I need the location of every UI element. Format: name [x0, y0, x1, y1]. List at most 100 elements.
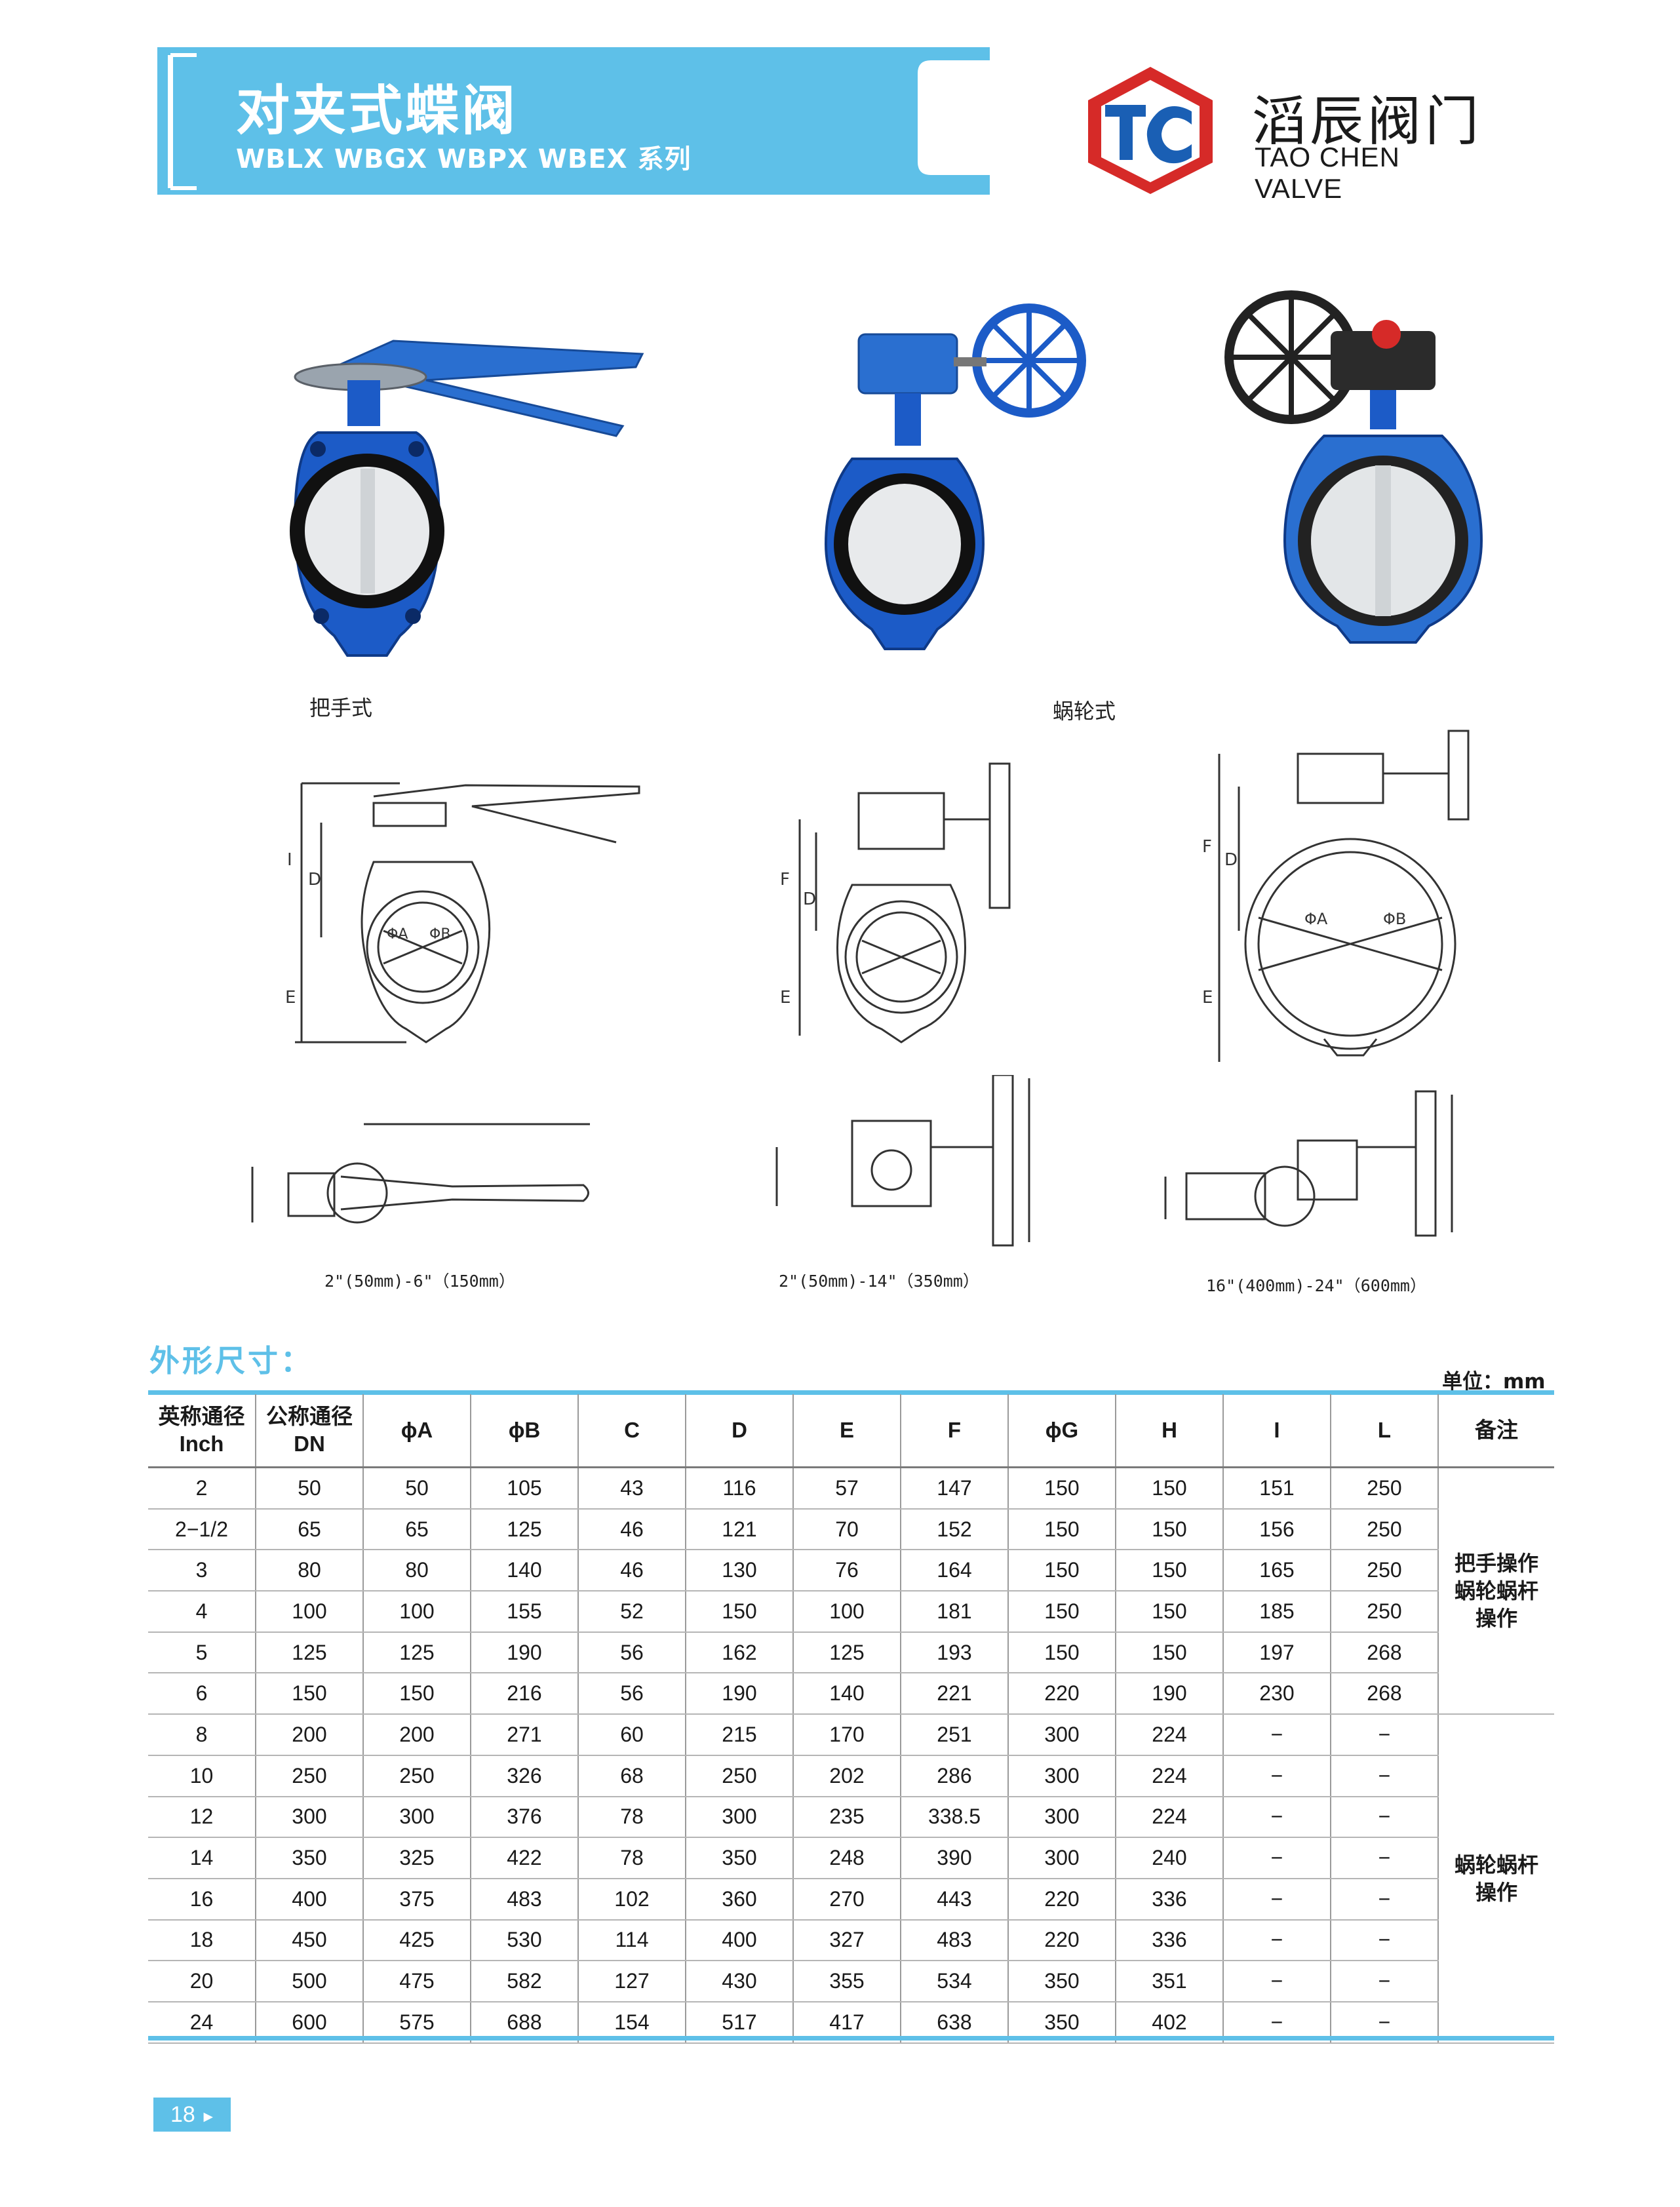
table-cell: −: [1223, 1755, 1331, 1797]
table-cell: 300: [1008, 1755, 1116, 1797]
table-cell: 235: [793, 1796, 901, 1839]
table-cell: 215: [686, 1714, 794, 1756]
table-cell: 300: [1008, 1796, 1116, 1839]
table-cell: 336: [1116, 1919, 1224, 1962]
table-cell: 190: [686, 1673, 794, 1715]
drawing-gear-front-small: F D E: [780, 762, 1011, 1044]
table-cell: 147: [901, 1467, 1009, 1510]
table-cell: 150: [1116, 1467, 1224, 1510]
table-cell: 268: [1331, 1631, 1439, 1674]
table-cell: −: [1331, 1961, 1439, 2002]
unit-label: 单位：mm: [1442, 1370, 1546, 1394]
table-cell: 582: [471, 1961, 579, 2002]
table-cell: 150: [1116, 1508, 1224, 1551]
table-cell: 8: [148, 1714, 256, 1756]
table-cell: 351: [1116, 1961, 1224, 2002]
table-cell: 300: [1008, 1714, 1116, 1756]
table-cell: 300: [256, 1796, 364, 1839]
column-header: ϕG: [1008, 1394, 1116, 1468]
brand-name-en: TAO CHEN VALVE: [1255, 142, 1400, 204]
table-cell: 14: [148, 1837, 256, 1879]
table-cell: 500: [256, 1961, 364, 2002]
series-subtitle: WBLX WBGX WBPX WBEX 系列: [236, 144, 692, 174]
table-cell: 475: [363, 1961, 471, 2002]
table-cell: 150: [1116, 1591, 1224, 1633]
drawing-gear-front-large: F D E ΦA ΦB: [1202, 730, 1470, 1062]
svg-text:E: E: [1202, 988, 1213, 1007]
drawing-caption-1: 2"(50mm)-6"（150mm）: [324, 1272, 515, 1291]
table-cell: 100: [793, 1591, 901, 1633]
table-cell: −: [1331, 1837, 1439, 1879]
column-header: C: [578, 1394, 686, 1468]
table-cell: 100: [363, 1591, 471, 1633]
table-cell: 78: [578, 1796, 686, 1839]
column-header: F: [901, 1394, 1009, 1468]
table-cell: 20: [148, 1961, 256, 2002]
caption-worm-gear: 蜗轮式: [1053, 699, 1116, 724]
table-cell: 220: [1008, 1919, 1116, 1962]
table-cell: −: [1331, 1796, 1439, 1839]
drawing-gear-top-small: [775, 1075, 1030, 1247]
table-cell: 326: [471, 1755, 579, 1797]
svg-text:I: I: [287, 850, 292, 870]
table-cell: 121: [686, 1508, 794, 1551]
table-top-rule: [148, 1390, 1554, 1395]
table-cell: 360: [686, 1878, 794, 1921]
table-cell: 190: [471, 1631, 579, 1674]
table-cell: −: [1223, 1919, 1331, 1962]
svg-text:ΦA: ΦA: [1304, 910, 1328, 928]
table-cell: 483: [901, 1919, 1009, 1962]
page-number: 18►: [153, 2098, 231, 2132]
table-cell: −: [1331, 1878, 1439, 1921]
table-bottom-rule: [148, 2036, 1554, 2041]
gear-valve-photo-small: [824, 303, 1086, 650]
table-cell: 150: [1008, 1631, 1116, 1674]
table-cell: 250: [1331, 1550, 1439, 1592]
table-cell: 224: [1116, 1714, 1224, 1756]
table-cell: 250: [1331, 1508, 1439, 1551]
table-cell: 2: [148, 1467, 256, 1510]
drawing-caption-3: 16"(400mm)-24"（600mm）: [1206, 1276, 1426, 1295]
section-title: 外形尺寸：: [149, 1343, 313, 1378]
table-cell: 425: [363, 1919, 471, 1962]
arrow-right-icon: ►: [200, 2108, 216, 2126]
table-cell: 125: [471, 1508, 579, 1551]
table-cell: 5: [148, 1631, 256, 1674]
table-cell: 52: [578, 1591, 686, 1633]
table-cell: 300: [1008, 1837, 1116, 1879]
table-cell: 338.5: [901, 1796, 1009, 1839]
table-cell: 151: [1223, 1467, 1331, 1510]
table-cell: 224: [1116, 1755, 1224, 1797]
column-header: ϕB: [471, 1394, 579, 1468]
table-cell: 12: [148, 1796, 256, 1839]
table-cell: 100: [256, 1591, 364, 1633]
drawing-lever-front: I D E ΦA ΦB: [285, 782, 640, 1044]
table-cell: 18: [148, 1919, 256, 1962]
table-cell: 271: [471, 1714, 579, 1756]
column-header: L: [1331, 1394, 1439, 1468]
table-cell: −: [1223, 1837, 1331, 1879]
table-cell: 10: [148, 1755, 256, 1797]
header-banner: 对夹式蝶阀 WBLX WBGX WBPX WBEX 系列: [157, 47, 990, 195]
table-cell: 114: [578, 1919, 686, 1962]
svg-text:ΦB: ΦB: [1383, 910, 1406, 928]
table-cell: 190: [1116, 1673, 1224, 1715]
table-cell: 65: [363, 1508, 471, 1551]
table-cell: 270: [793, 1878, 901, 1921]
svg-text:D: D: [803, 889, 816, 909]
table-cell: 2−1/2: [148, 1508, 256, 1551]
table-cell: 50: [363, 1467, 471, 1510]
svg-text:E: E: [285, 988, 296, 1007]
table-cell: 152: [901, 1508, 1009, 1551]
table-cell: 300: [686, 1796, 794, 1839]
table-cell: 200: [363, 1714, 471, 1756]
svg-text:ΦA: ΦA: [387, 926, 408, 943]
table-cell: 46: [578, 1550, 686, 1592]
table-cell: 220: [1008, 1673, 1116, 1715]
